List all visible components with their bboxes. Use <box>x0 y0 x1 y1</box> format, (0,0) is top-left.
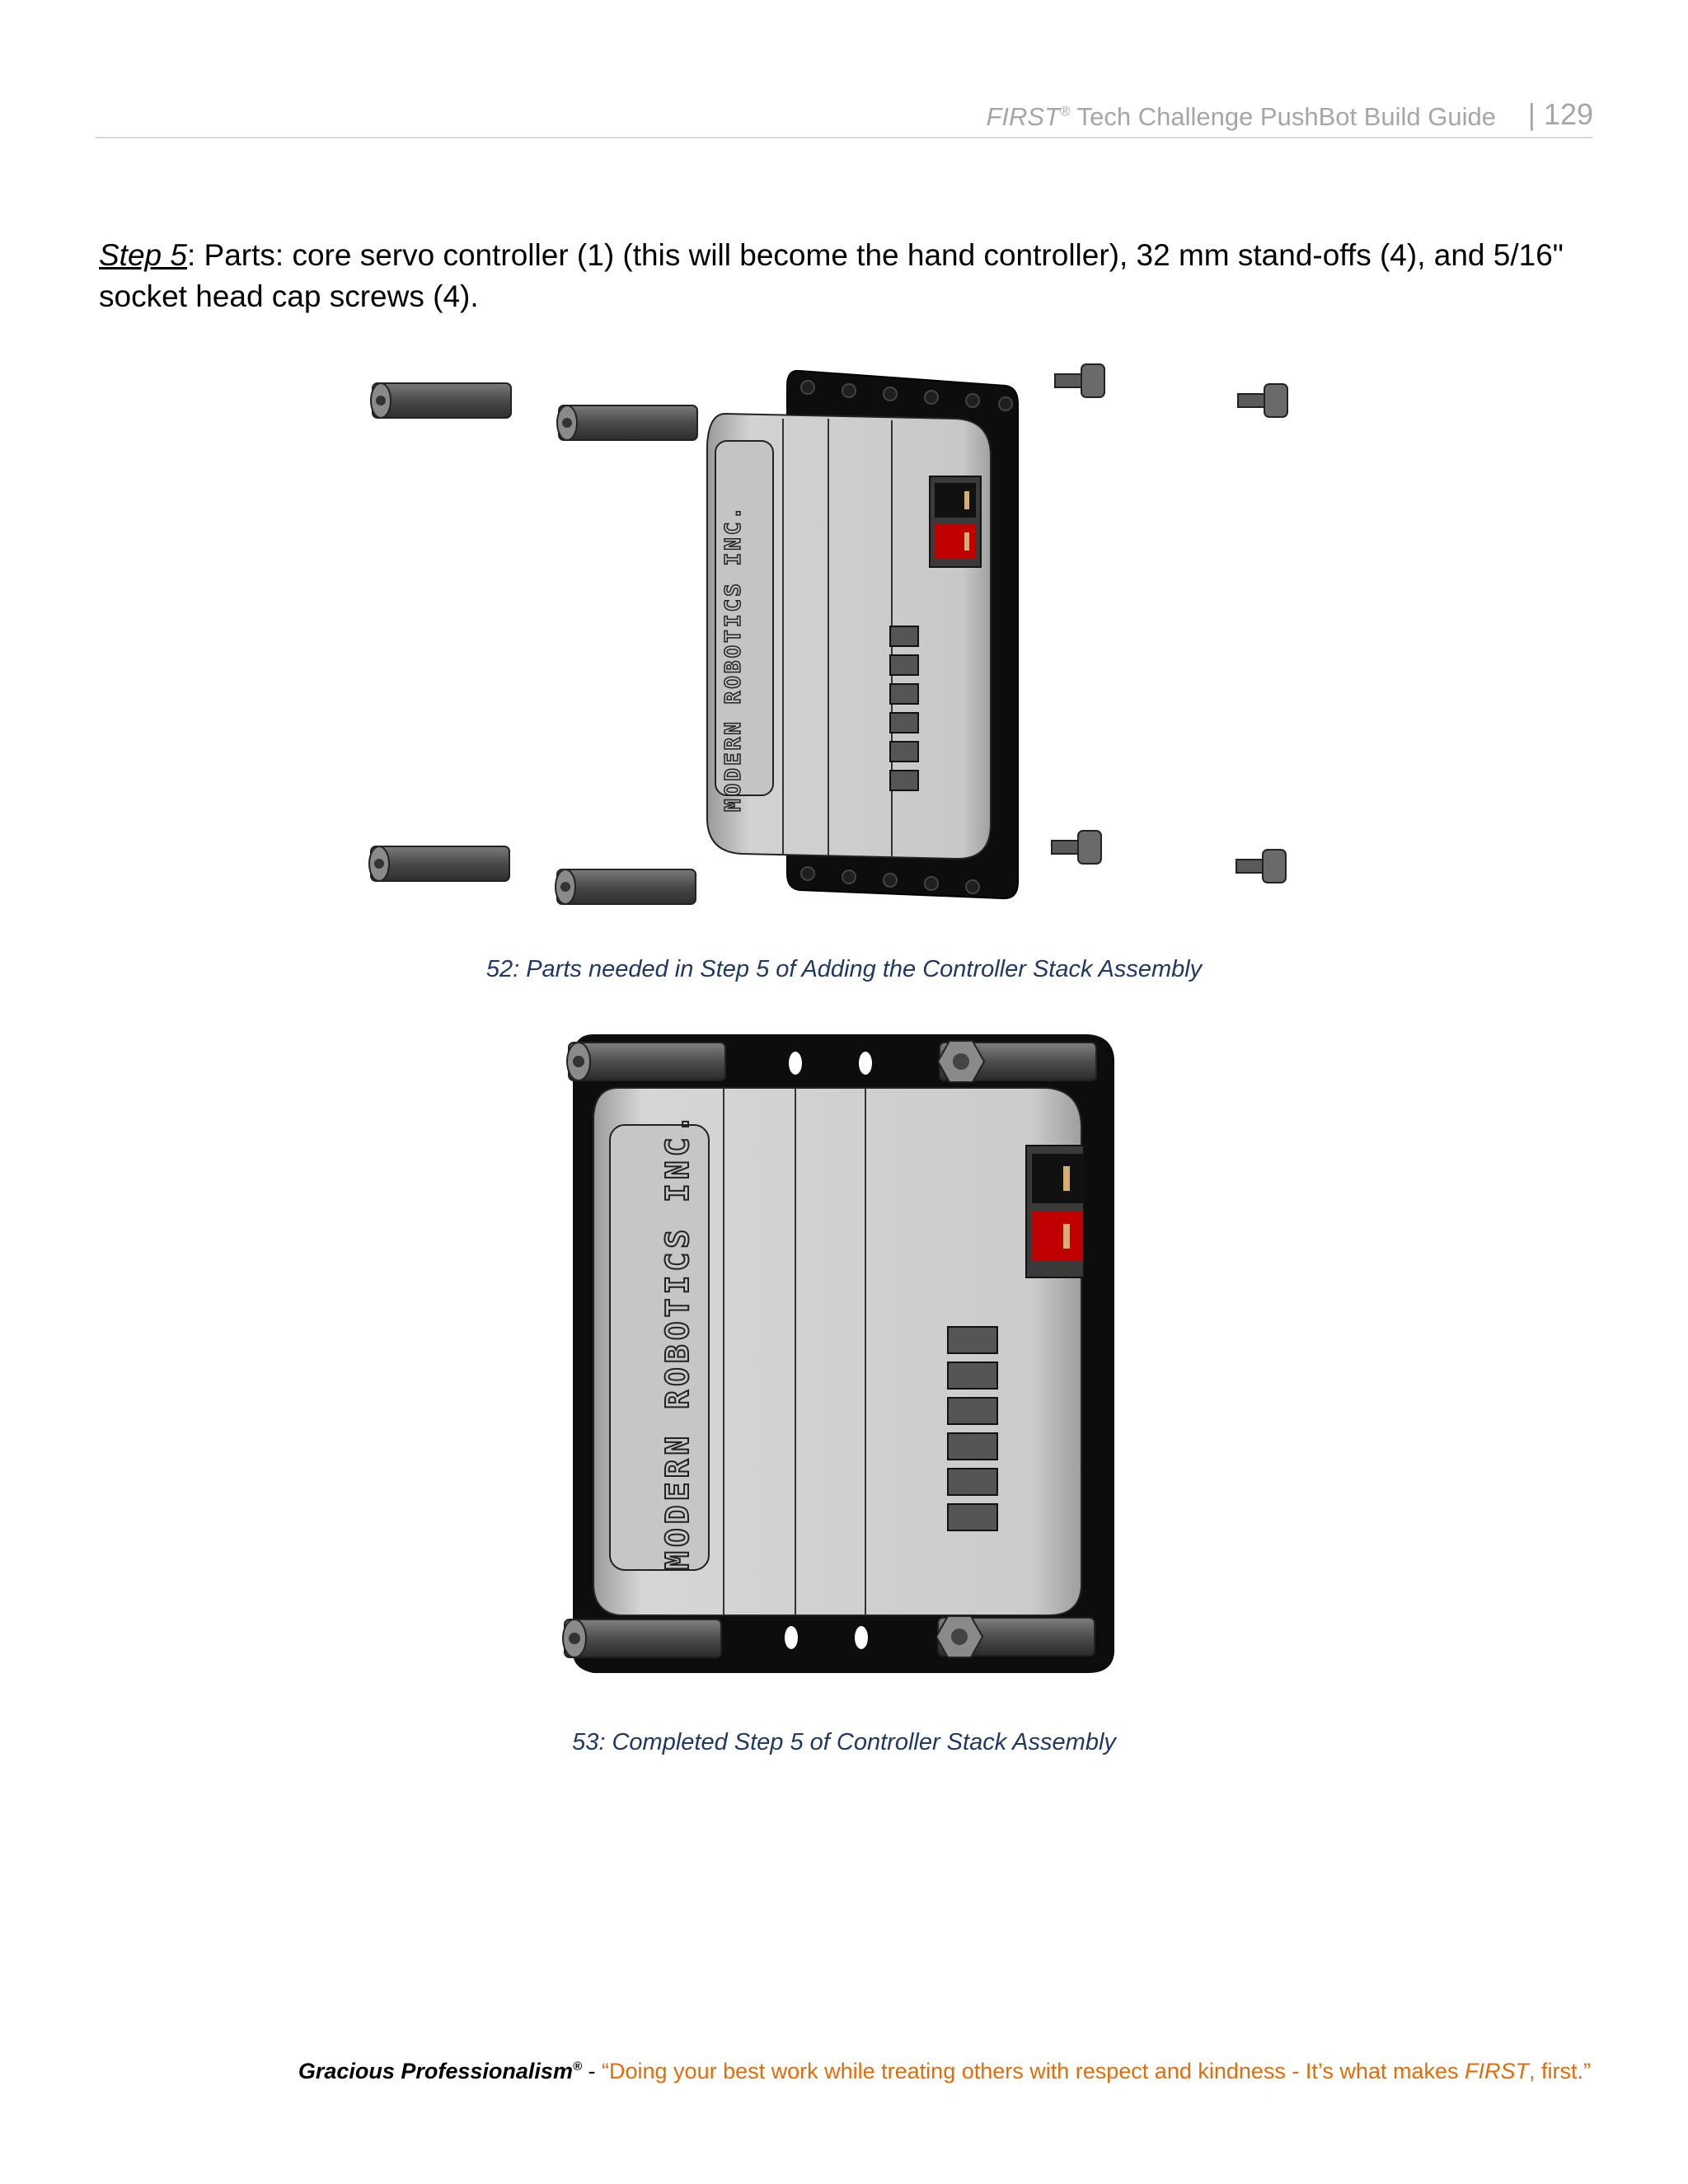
footer-quote: “Doing your best work while treating oth… <box>602 2059 1591 2083</box>
footer-dash: - <box>582 2059 603 2083</box>
parts-illustration: MODERN ROBOTICS INC. <box>368 363 1288 905</box>
footer-gp: Gracious Professionalism® <box>298 2059 582 2083</box>
assembly-brand-text: MODERN ROBOTICS INC. <box>659 1110 696 1570</box>
figure-parts-needed: MODERN ROBOTICS INC. <box>354 354 1327 915</box>
page-header: FIRST® Tech Challenge PushBot Build Guid… <box>95 97 1593 138</box>
footer-gp-reg: ® <box>572 2060 583 2074</box>
page-footer: Gracious Professionalism® - “Doing your … <box>298 2059 1591 2084</box>
assembly-illustration: MODERN ROBOTICS INC. <box>562 1034 1114 1673</box>
header-title: FIRST® Tech Challenge PushBot Build Guid… <box>986 102 1496 132</box>
assembly-standoff-bottom-left <box>562 1619 722 1658</box>
step-text: : Parts: core servo controller (1) (this… <box>99 238 1564 313</box>
header-reg: ® <box>1060 103 1071 120</box>
assembly-servo-controller: MODERN ROBOTICS INC. <box>593 1087 1085 1616</box>
screw-top-2 <box>1237 383 1288 418</box>
footer-quote-start: “Doing your best work while treating oth… <box>602 2059 1465 2083</box>
standoff-top-right <box>556 405 698 441</box>
footer-gp-text: Gracious Professionalism <box>298 2059 573 2083</box>
standoff-top-left <box>370 382 512 419</box>
screw-bottom-2 <box>1236 849 1287 883</box>
header-first: FIRST <box>986 102 1061 131</box>
assembly-standoff-bottom-right <box>935 1615 1095 1658</box>
controller-brand-text: MODERN ROBOTICS INC. <box>721 504 746 812</box>
page-number: |129 <box>1528 97 1593 132</box>
figure-53-caption: 53: Completed Step 5 of Controller Stack… <box>572 1729 1116 1755</box>
power-connector-red <box>935 524 976 559</box>
assembly-standoff-top-right <box>936 1040 1097 1083</box>
assembly-servo-headers <box>947 1326 998 1531</box>
step-label: Step 5 <box>99 238 187 272</box>
assembly-power-connector-red <box>1032 1212 1083 1261</box>
servo-headers <box>889 626 919 791</box>
screw-top-1 <box>1054 363 1105 398</box>
footer-quote-end: , first.” <box>1529 2059 1591 2083</box>
servo-controller: MODERN ROBOTICS INC. <box>706 412 992 860</box>
page-number-value: 129 <box>1543 97 1593 131</box>
standoff-bottom-right <box>555 869 696 905</box>
standoff-bottom-left <box>368 846 510 882</box>
footer-quote-first: FIRST <box>1465 2059 1529 2083</box>
header-title-rest: Tech Challenge PushBot Build Guide <box>1070 102 1496 131</box>
step-paragraph: Step 5: Parts: core servo controller (1)… <box>99 235 1591 317</box>
figure-52-caption: 52: Parts needed in Step 5 of Adding the… <box>485 956 1203 982</box>
assembly-standoff-top-left <box>566 1042 726 1081</box>
header-separator: | <box>1527 97 1536 131</box>
figure-completed-assembly: MODERN ROBOTICS INC. <box>544 1018 1137 1677</box>
screw-bottom-1 <box>1051 830 1102 865</box>
